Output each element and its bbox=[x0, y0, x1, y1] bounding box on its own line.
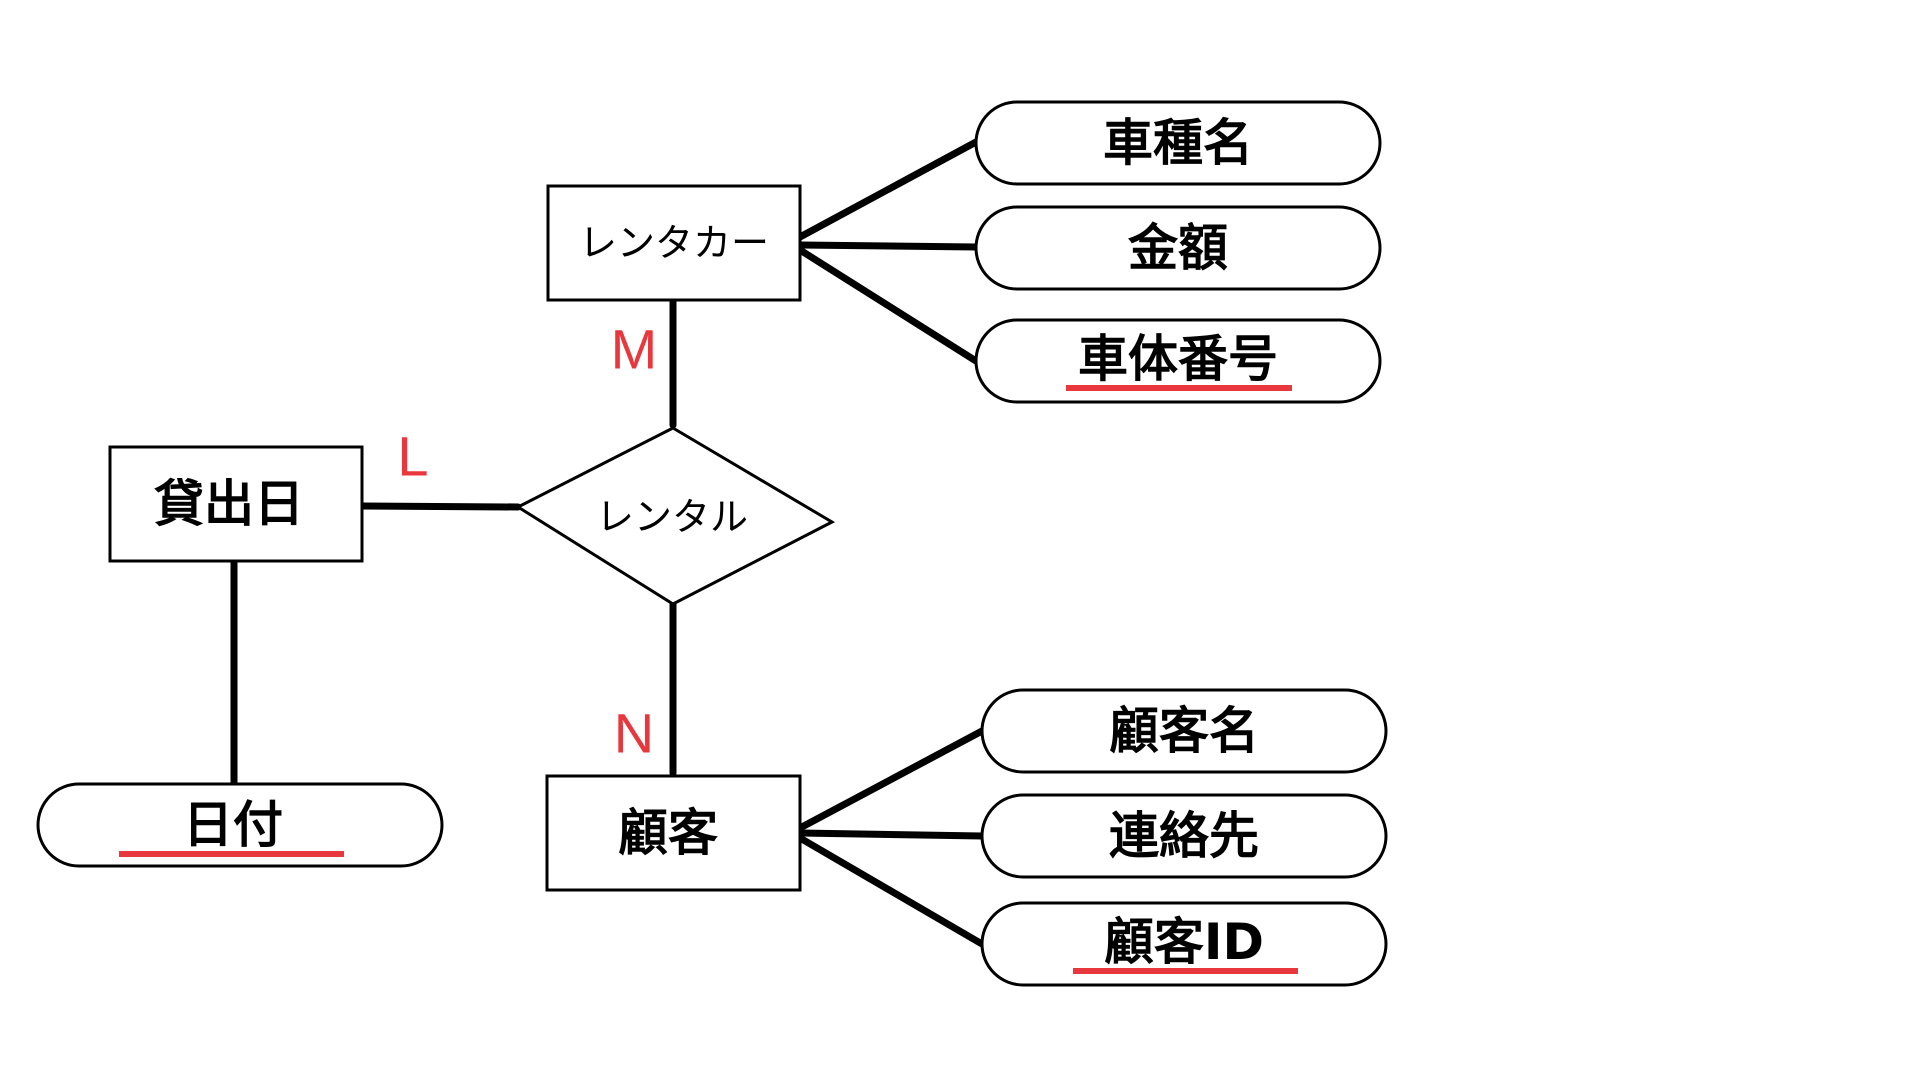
attribute-pill bbox=[974, 205, 1382, 291]
entity-box bbox=[108, 445, 364, 563]
attribute-label: 顧客名 bbox=[1109, 702, 1259, 760]
cardinality-label-l: L bbox=[397, 425, 428, 488]
entity-customer: 顧客 bbox=[545, 774, 802, 892]
attribute-date: 日付 bbox=[36, 782, 444, 868]
line-customer-customerid bbox=[796, 834, 986, 948]
line-customer-contact bbox=[796, 829, 986, 840]
entity-rental-car: レンタカー bbox=[546, 184, 802, 302]
attribute-pill bbox=[980, 793, 1388, 879]
entity-label: レンタカー bbox=[579, 221, 769, 265]
attribute-customer-id: 顧客ID bbox=[980, 901, 1388, 987]
entity-label: 顧客 bbox=[618, 804, 718, 862]
line-customer-customername bbox=[796, 727, 986, 832]
attribute-label: 日付 bbox=[183, 796, 283, 854]
entity-box bbox=[545, 774, 802, 892]
attribute-label: 車体番号 bbox=[1078, 330, 1278, 388]
attribute-car-model-name: 車種名 bbox=[974, 100, 1382, 186]
connector-lines bbox=[230, 138, 986, 948]
cardinality-label-m: M bbox=[611, 318, 658, 381]
line-rentalcar-carmodel bbox=[796, 138, 980, 241]
attribute-pill bbox=[36, 782, 444, 868]
entity-lending-date: 貸出日 bbox=[108, 445, 364, 563]
attribute-label: 連絡先 bbox=[1109, 807, 1259, 865]
relationship-diamond bbox=[514, 426, 836, 606]
attribute-label: 金額 bbox=[1128, 219, 1228, 277]
attribute-car-body-number: 車体番号 bbox=[974, 318, 1382, 404]
attribute-customer-name: 顧客名 bbox=[980, 688, 1388, 774]
attribute-pill bbox=[980, 688, 1388, 774]
relationship-rental: レンタル bbox=[514, 426, 836, 606]
attribute-pill bbox=[974, 100, 1382, 186]
line-lendingdate-rental bbox=[358, 502, 522, 511]
line-rentalcar-price bbox=[796, 241, 980, 251]
attribute-pill bbox=[974, 318, 1382, 404]
line-rentalcar-bodynumber bbox=[796, 246, 980, 365]
attribute-price: 金額 bbox=[974, 205, 1382, 291]
relationship-label: レンタル bbox=[596, 495, 748, 539]
attribute-contact: 連絡先 bbox=[980, 793, 1388, 879]
entity-label: 貸出日 bbox=[154, 475, 304, 533]
attribute-label: 車種名 bbox=[1103, 114, 1253, 172]
cardinality-label-n: N bbox=[614, 702, 654, 765]
attribute-pill bbox=[980, 901, 1388, 987]
attribute-label: 顧客ID bbox=[1104, 913, 1264, 971]
entity-box bbox=[546, 184, 802, 302]
